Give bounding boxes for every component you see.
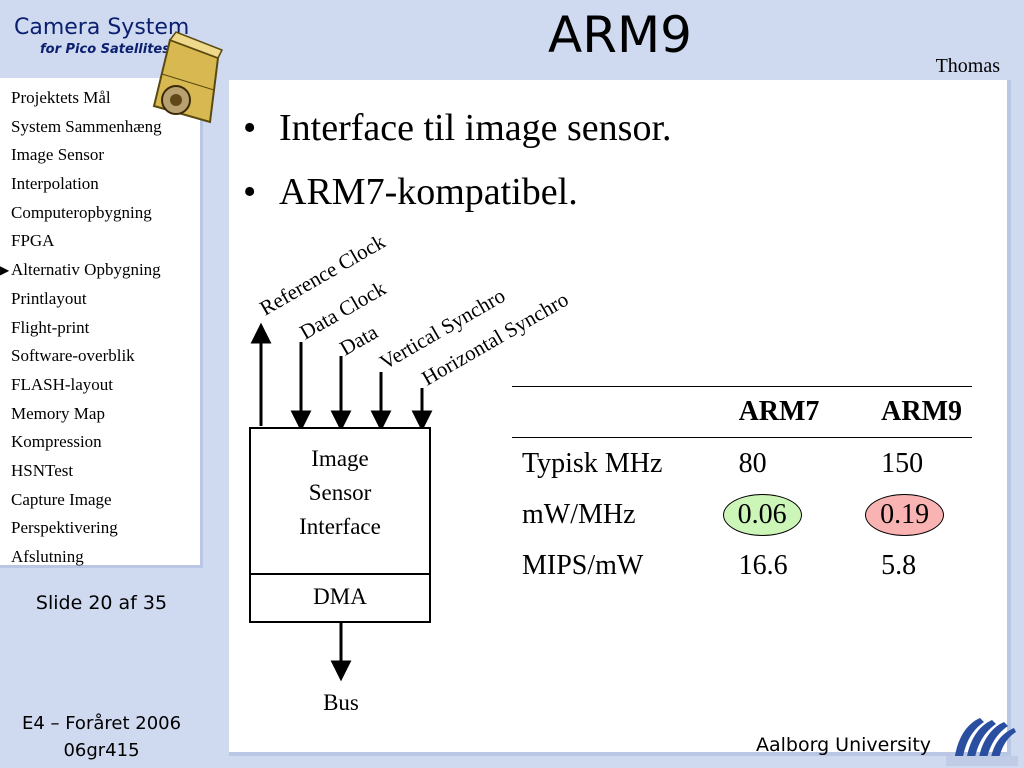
bus-label: Bus — [323, 690, 359, 715]
nav-list: Projektets Mål System Sammenhæng Image S… — [0, 84, 162, 572]
bus-arrowhead-icon — [330, 660, 352, 682]
course-semester: E4 – Foråret 2006 — [21, 713, 182, 734]
arm7-value-cell: 0.06 — [722, 489, 872, 540]
nav-item-computeropbygning[interactable]: Computeropbygning — [11, 202, 152, 222]
arm9-value: 150 — [881, 447, 924, 479]
course-group: 06gr415 — [63, 740, 140, 761]
content-panel: Interface til image sensor. ARM7-kompati… — [229, 80, 1011, 756]
nav-item-printlayout[interactable]: Printlayout — [11, 288, 87, 308]
block-label-line: Sensor — [309, 480, 372, 505]
nav-item-image-sensor[interactable]: Image Sensor — [11, 145, 105, 165]
bullet-item: ARM7-kompatibel. — [229, 160, 672, 224]
table-header-cell: ARM7 — [738, 396, 820, 427]
bullet-item: Interface til image sensor. — [229, 96, 672, 160]
data-clock-arrowhead-icon — [290, 410, 312, 432]
row-label: MIPS/mW — [522, 549, 644, 581]
university-logo-icon — [946, 718, 1018, 766]
dma-label: DMA — [313, 584, 367, 609]
nav-item-fpga[interactable]: FPGA — [11, 231, 55, 251]
sensor-interface-diagram: Reference Clock Data Clock Data Vertical… — [249, 229, 572, 715]
header-title: Camera System — [14, 15, 190, 40]
reference-clock-arrowhead-icon — [250, 322, 272, 344]
row-label: mW/MHz — [522, 498, 636, 530]
arm-comparison-table: ARM7 ARM9 Typisk MHz 80 150 mW/MHz 0.06 … — [512, 386, 972, 591]
vertical-synchro-arrowhead-icon — [370, 410, 392, 432]
table-row: mW/MHz 0.06 0.19 — [512, 489, 972, 540]
data-arrowhead-icon — [330, 410, 352, 432]
table-header-cell: ARM9 — [881, 396, 962, 427]
nav-item-afslutning[interactable]: Afslutning — [11, 547, 84, 566]
current-slide-marker-icon: ▶ — [0, 263, 10, 278]
course-info: E4 – Foråret 2006 06gr415 — [0, 710, 203, 764]
row-label: Typisk MHz — [522, 447, 663, 479]
slide-counter: Slide 20 af 35 — [35, 592, 168, 614]
nav-item-hsntest[interactable]: HSNTest — [11, 460, 74, 480]
interface-block — [249, 427, 431, 623]
nav-item-projektets-maal[interactable]: Projektets Mål — [11, 88, 111, 107]
bullet-list: Interface til image sensor. ARM7-kompati… — [229, 96, 672, 224]
table-row: MIPS/mW 16.6 5.8 — [512, 540, 972, 591]
slide-author: Thomas — [935, 55, 1000, 77]
arm7-value: 16.6 — [738, 549, 788, 581]
table-header-cell — [512, 387, 729, 438]
nav-item-flight-print[interactable]: Flight-print — [11, 317, 90, 337]
table-header-row: ARM7 ARM9 — [512, 386, 972, 438]
nav-item-flash-layout[interactable]: FLASH-layout — [11, 374, 113, 394]
arm9-value: 5.8 — [881, 549, 917, 581]
horizontal-synchro-arrowhead-icon — [411, 410, 433, 432]
slide-title: ARM9 — [548, 6, 692, 64]
header-subtitle: for Pico Satellites — [40, 42, 170, 57]
nav-panel: Projektets Mål System Sammenhæng Image S… — [0, 78, 203, 568]
nav-item-system-sammenhaeng[interactable]: System Sammenhæng — [11, 116, 162, 136]
nav-item-label: Alternativ Opbygning — [11, 260, 161, 280]
nav-item-software-overblik[interactable]: Software-overblik — [11, 346, 135, 366]
arm9-value-cell: 0.19 — [865, 489, 972, 540]
block-label-line: Image — [311, 446, 368, 471]
nav-item-memory-map[interactable]: Memory Map — [11, 403, 105, 423]
nav-item-perspektivering[interactable]: Perspektivering — [11, 518, 118, 538]
satellite-icon — [152, 31, 224, 124]
arm7-value: 80 — [738, 447, 767, 479]
arm7-highlight: 0.06 — [722, 493, 802, 536]
nav-item-alternativ-opbygning[interactable]: ▶ Alternativ Opbygning — [0, 256, 162, 285]
arm9-highlight: 0.19 — [865, 493, 945, 536]
nav-item-interpolation[interactable]: Interpolation — [11, 174, 99, 194]
nav-item-capture-image[interactable]: Capture Image — [11, 489, 112, 509]
block-label-line: Interface — [299, 514, 381, 539]
table-row: Typisk MHz 80 150 — [512, 438, 972, 490]
university-name: Aalborg University — [756, 734, 932, 756]
nav-item-kompression[interactable]: Kompression — [11, 432, 102, 452]
